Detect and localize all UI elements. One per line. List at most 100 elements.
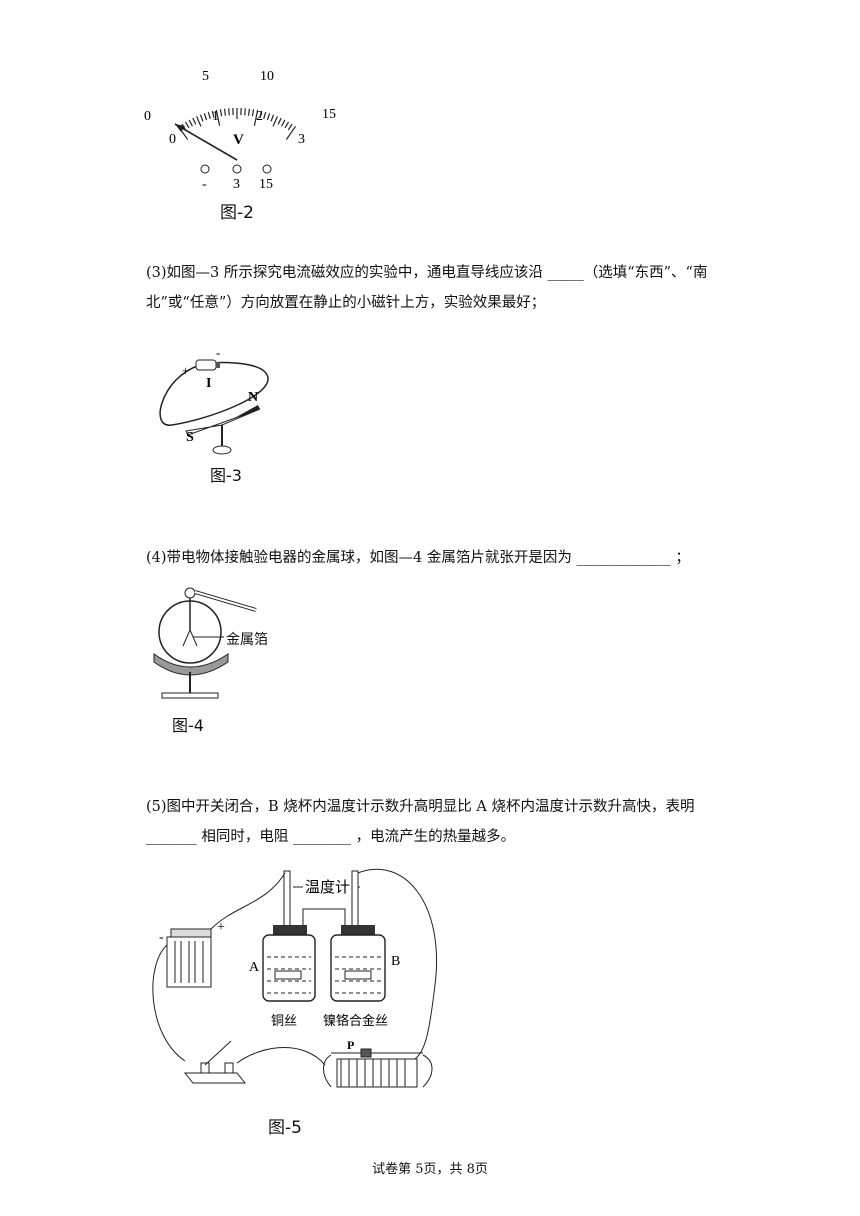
beaker-b-liquid [335, 956, 381, 994]
wire-beaker-b-to-rheostat [357, 868, 437, 1060]
dial-tick [284, 121, 290, 129]
question-4-text-a: (4)带电物体接触验电器的金属球，如图—4 金属箔片就张开是因为 [146, 550, 577, 566]
dial-tick [266, 113, 271, 121]
foil-left [182, 629, 191, 647]
question-5-blank-1[interactable]: _______ [146, 829, 197, 845]
question-5-text-c: ，电流产生的热量越多。 [350, 829, 516, 845]
slider-label: P [347, 1038, 354, 1052]
nichrome-wire-coil [344, 970, 372, 980]
dial-tick [196, 116, 202, 127]
dial-tick [287, 123, 293, 131]
figure-3-caption: 图-3 [210, 466, 242, 485]
question-5: (5)图中开关闭合，B 烧杯内温度计示数升高明显比 A 烧杯内温度计示数升高快，… [146, 792, 716, 852]
wire-switch-to-rheostat [236, 1047, 326, 1066]
stand-base [212, 445, 232, 455]
battery-terminal [216, 362, 220, 368]
dial-tick [215, 109, 221, 126]
dial-tick [211, 110, 215, 118]
battery-plus: + [217, 920, 225, 935]
question-4-blank[interactable]: _____________ [576, 550, 671, 566]
pointer-arrowhead [175, 124, 185, 132]
bottom-scale-0: 0 [169, 132, 176, 147]
dial-tick [244, 108, 246, 116]
jar-holder [153, 653, 229, 676]
bottom-scale-3: 3 [298, 132, 305, 147]
plus-sign: + [182, 363, 189, 378]
dial-tick [228, 108, 230, 116]
unit-label: V [233, 132, 244, 148]
question-3: (3)如图—3 所示探究电流磁效应的实验中，通电直导线应该沿 _____（选填“… [146, 258, 716, 318]
dial-tick [247, 108, 251, 116]
beaker-a-liquid [267, 956, 311, 994]
dial-tick [219, 109, 223, 117]
question-3-blank[interactable]: _____ [547, 265, 584, 281]
figure-3-oersted: + - I N S [159, 345, 269, 455]
question-4-text-b: ； [670, 550, 690, 566]
north-label: N [248, 390, 258, 405]
page-footer: 试卷第 5页，共 8页 [372, 1162, 488, 1177]
beaker-a [262, 934, 316, 1002]
south-label: S [186, 430, 194, 445]
question-5-text-a: (5)图中开关闭合，B 烧杯内温度计示数升高明显比 A 烧杯内温度计示数升高快，… [146, 799, 695, 815]
voltmeter-scale-ticks [178, 108, 296, 140]
metal-foil-label: 金属箔 [226, 632, 268, 648]
bottom-scale-2: 2 [256, 109, 263, 124]
question-5-text-b: 相同时，电阻 [196, 829, 293, 845]
bottom-scale-1: 1 [212, 109, 219, 124]
copper-wire-label: 铜丝 [271, 1014, 297, 1029]
stand-base [161, 692, 219, 699]
terminal-negative [200, 164, 210, 174]
figure-5-caption: 图-5 [268, 1118, 302, 1138]
figure-4-electroscope [153, 587, 257, 699]
dial-tick [223, 108, 227, 116]
rheostat [323, 1048, 433, 1088]
dial-tick [207, 111, 211, 120]
dial-tick [263, 111, 267, 120]
knife-switch [183, 1040, 247, 1084]
question-3-text-b: （选填“东西”、“南北”或“任意”）方向放置在静止的小磁针上方，实验效果最好； [146, 265, 708, 311]
dial-tick [199, 114, 204, 122]
dial-tick [192, 117, 197, 125]
voltmeter-pointer [174, 123, 238, 161]
nichrome-wire-label: 镍铬合金丝 [323, 1013, 388, 1029]
top-scale-0: 0 [144, 109, 151, 124]
question-4: (4)带电物体接触验电器的金属球，如图—4 金属箔片就张开是因为 _______… [146, 543, 716, 573]
current-label: I [206, 376, 211, 391]
terminal-label-15: 15 [259, 177, 273, 192]
top-scale-10: 10 [260, 69, 274, 84]
wire-loop [159, 361, 269, 426]
battery-cell [195, 359, 217, 371]
label-b: B [391, 954, 400, 969]
dial-tick [270, 114, 275, 122]
thermometer-label: 温度计 [305, 878, 350, 896]
figure-4-caption: 图-4 [172, 716, 204, 735]
question-5-blank-2[interactable]: ________ [292, 829, 351, 845]
figure-2-caption: 图-2 [220, 203, 254, 223]
question-3-text-a: (3)如图—3 所示探究电流磁效应的实验中，通电直导线应该沿 [146, 265, 548, 281]
dial-tick [285, 126, 296, 140]
top-scale-15: 15 [322, 107, 336, 122]
dial-tick [277, 117, 282, 125]
top-scale-5: 5 [202, 69, 209, 84]
dial-tick [188, 119, 193, 127]
needle-south [185, 408, 261, 436]
beaker-a-stopper [273, 925, 307, 935]
charged-rod-inner [194, 591, 257, 611]
dial-tick [251, 109, 255, 117]
terminal-15 [262, 164, 272, 174]
terminal-label-3: 3 [233, 177, 240, 192]
minus-sign: - [216, 345, 220, 360]
dial-tick [203, 113, 208, 121]
dial-tick [259, 110, 263, 118]
beaker-b [330, 934, 386, 1002]
foil-right [189, 629, 198, 647]
dial-tick [272, 116, 278, 127]
wire-battery-to-beaker-a [210, 872, 286, 930]
terminal-label-negative: - [202, 177, 207, 192]
copper-wire-coil [274, 970, 302, 980]
metal-ball [184, 587, 196, 599]
label-a: A [249, 960, 260, 975]
dial-tick [253, 109, 259, 126]
figure-2-voltmeter: 0 5 10 15 0 1 2 3 V - 3 15 [144, 69, 336, 192]
battery [166, 928, 212, 988]
